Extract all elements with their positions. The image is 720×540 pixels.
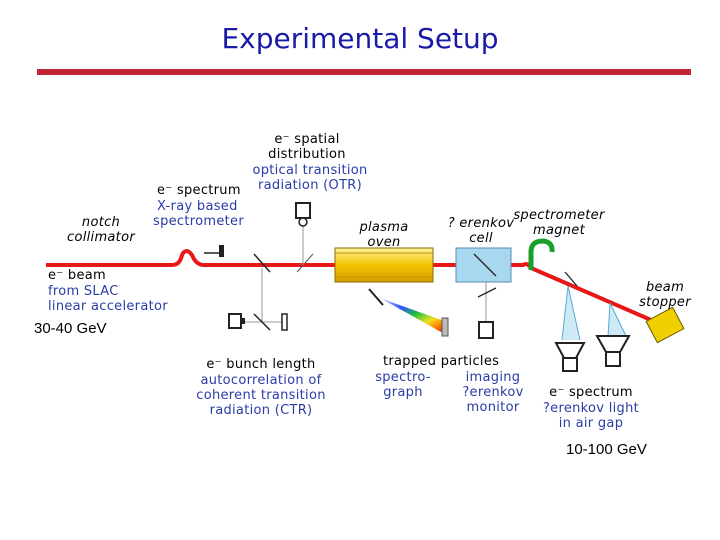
- air-gap-camera-1: [554, 342, 586, 372]
- output-energy: 10-100 GeV: [566, 441, 647, 458]
- label-spectrometer-magnet: spectrometer magnet: [513, 208, 605, 238]
- otr-foil: [253, 253, 271, 273]
- beam-stopper: [645, 306, 685, 344]
- label-spatial: e⁻ spatial distribution: [268, 132, 346, 162]
- electron-beam: [46, 249, 666, 328]
- cerenkov-camera: [478, 321, 494, 339]
- input-energy: 30-40 GeV: [34, 320, 107, 337]
- spectrometer-magnet: [528, 238, 555, 270]
- label-beam-source: from SLAC linear accelerator: [48, 284, 168, 314]
- label-xray-based: X-ray based spectrometer: [153, 199, 244, 229]
- ctr-mirror: [281, 313, 288, 331]
- label-spectrograph: spectro- graph: [375, 370, 431, 400]
- air-gap-camera-2: [595, 335, 631, 367]
- label-cerenkov-cell: ? erenkov cell: [447, 216, 515, 246]
- label-plasma-oven: plasma oven: [359, 220, 409, 250]
- notch-collimator: [219, 245, 224, 257]
- slide-title: Experimental Setup: [221, 22, 499, 55]
- label-output-spectrum: e⁻ spectrum: [549, 385, 633, 400]
- label-notch-collimator: notch collimator: [67, 215, 135, 245]
- otr-camera: [295, 202, 311, 219]
- label-xray-spectrum: e⁻ spectrum: [157, 183, 241, 198]
- ctr-beamsplitter: [253, 313, 271, 331]
- label-air-gap: ?erenkov light in air gap: [542, 401, 640, 431]
- label-beam-stopper: beam stopper: [639, 280, 691, 310]
- ctr-detector: [228, 313, 242, 329]
- label-imaging-monitor: imaging ?erenkov monitor: [462, 370, 524, 415]
- label-ctr: autocorrelation of coherent transition r…: [196, 373, 326, 418]
- spectrograph-fan: [380, 298, 447, 332]
- label-beam-in: e⁻ beam: [48, 268, 106, 283]
- label-bunch-length: e⁻ bunch length: [206, 357, 316, 372]
- label-trapped-particles: trapped particles: [383, 354, 500, 369]
- cerenkov-cell: [455, 247, 512, 283]
- title-divider: [37, 69, 691, 75]
- plasma-oven: [334, 247, 434, 283]
- label-otr: optical transition radiation (OTR): [252, 163, 368, 193]
